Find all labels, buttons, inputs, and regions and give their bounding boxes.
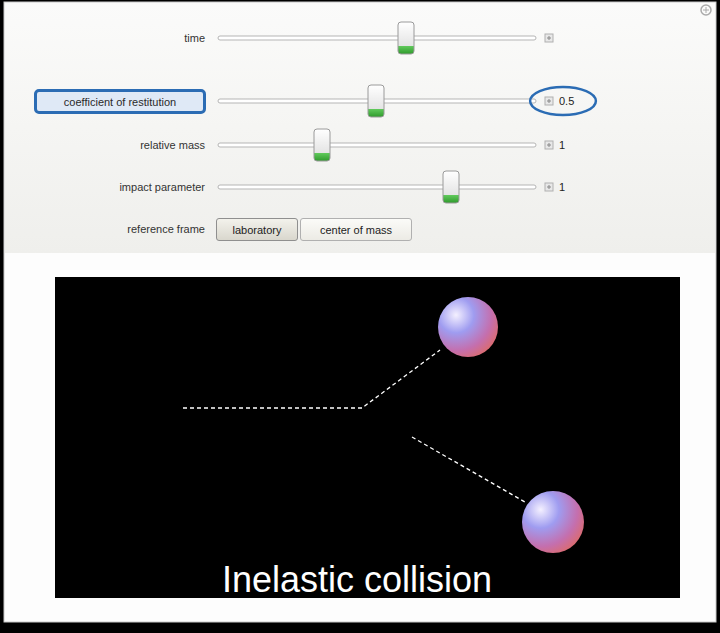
slider-thumb bbox=[443, 171, 459, 203]
slider-track bbox=[218, 185, 536, 189]
expand-button bbox=[545, 34, 553, 42]
ellipse-outline bbox=[530, 87, 596, 115]
slider-value: 1 bbox=[559, 181, 565, 193]
ball bbox=[522, 491, 584, 553]
slider-label: relative mass bbox=[140, 139, 205, 151]
slider-label: time bbox=[184, 32, 205, 44]
slider-thumb bbox=[368, 85, 384, 117]
slider-label: impact parameter bbox=[119, 181, 205, 193]
control-label: reference frame bbox=[127, 223, 205, 235]
panel bbox=[4, 2, 716, 622]
expand-button bbox=[547, 36, 551, 40]
expand-button bbox=[545, 97, 553, 105]
highlight-box: coefficient of restitution bbox=[34, 89, 206, 114]
options-icon bbox=[701, 5, 711, 15]
slider-thumb bbox=[314, 129, 330, 161]
control-text: coefficient of restitution bbox=[64, 96, 176, 108]
trajectory bbox=[183, 350, 440, 408]
expand-button bbox=[547, 99, 551, 103]
control-text: laboratory bbox=[233, 224, 282, 236]
expand-button bbox=[547, 143, 551, 147]
frame-button: laboratory bbox=[216, 218, 298, 241]
expand-button bbox=[545, 141, 553, 149]
expand-button bbox=[545, 183, 553, 191]
expand-button bbox=[547, 185, 551, 189]
slider-track bbox=[218, 143, 536, 147]
control-text: center of mass bbox=[320, 224, 392, 236]
slider-thumb bbox=[398, 22, 414, 54]
options-icon bbox=[703, 10, 709, 11]
highlight-ellipse: 0.5 bbox=[528, 85, 598, 117]
controls-area bbox=[5, 3, 715, 253]
slider-value: 1 bbox=[559, 139, 565, 151]
frame-button: center of mass bbox=[300, 218, 412, 241]
ball bbox=[438, 297, 498, 357]
caption-text: Inelastic collision bbox=[222, 559, 492, 601]
trajectory bbox=[412, 437, 525, 502]
slider-track bbox=[218, 36, 536, 40]
simulation-area bbox=[55, 277, 680, 598]
control-text: 0.5 bbox=[559, 95, 574, 107]
